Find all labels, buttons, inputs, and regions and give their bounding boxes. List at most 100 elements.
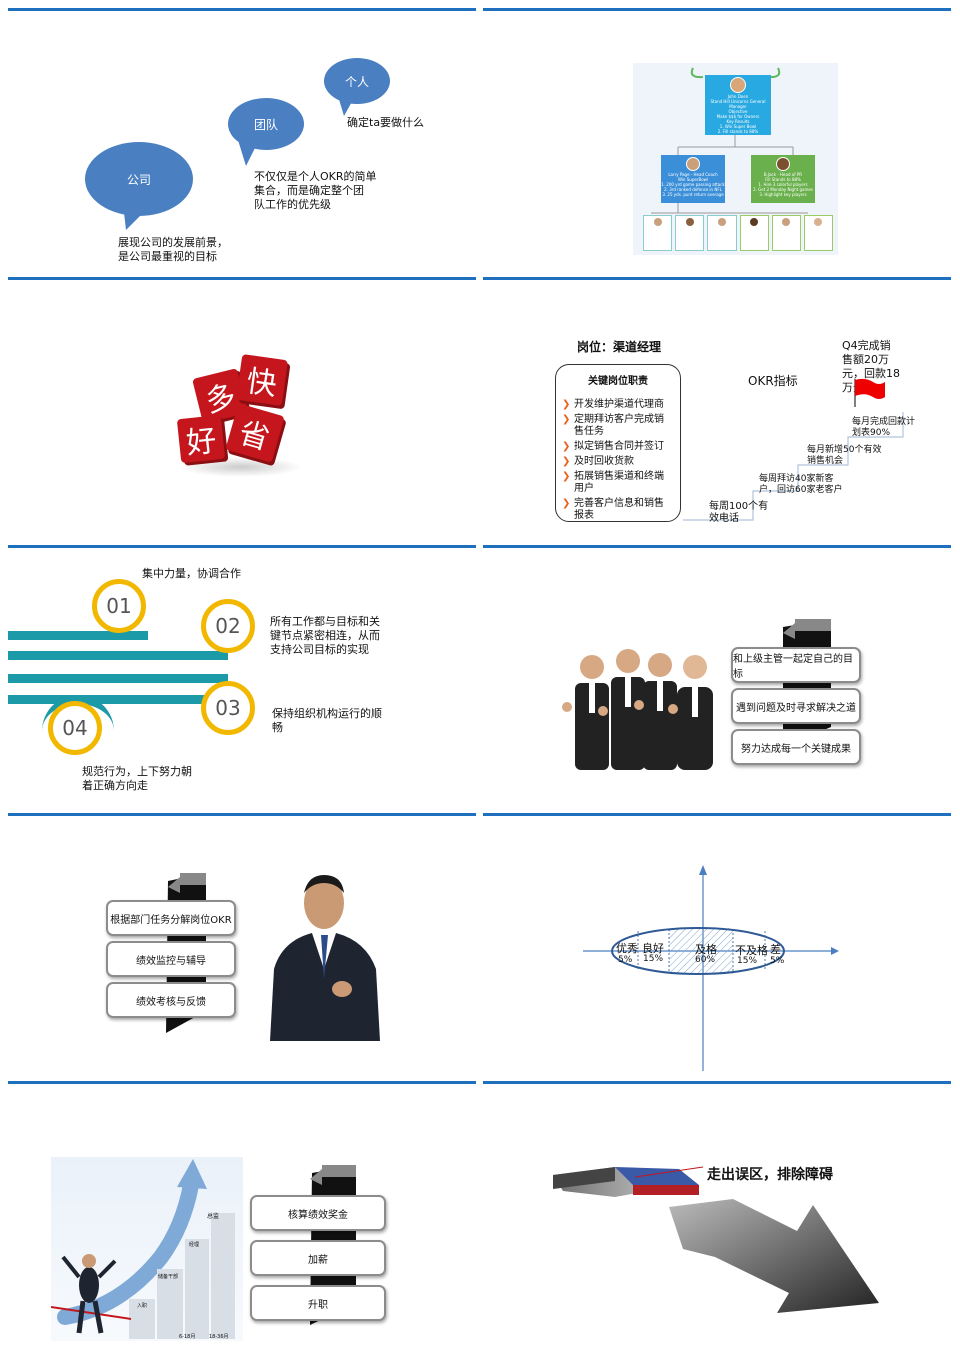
grade-label-fail: 不及格 <box>735 944 768 957</box>
badge-number: 04 <box>62 716 88 740</box>
duties-list: ❯开发维护渠道代理商 ❯定期拜访客户完成销售任务 ❯拟定销售合同并签订 ❯及时回… <box>562 399 676 522</box>
duty-text: 拟定销售合同并签订 <box>574 441 664 452</box>
slide-divider <box>8 8 476 11</box>
grade-pct-fail: 15% <box>737 956 758 966</box>
duty-text: 及时回收货款 <box>574 456 634 467</box>
grade-label-pass: 及格 <box>695 943 717 956</box>
step-box-label: 加薪 <box>308 1254 328 1266</box>
slide-divider <box>8 545 476 548</box>
org-leaf-card <box>739 215 769 251</box>
die-char: 快 <box>244 364 279 403</box>
org-right-card: B.Jack - Head of PR Fill Stands to 88% 1… <box>751 155 815 203</box>
arrow-up-icon <box>699 865 707 875</box>
text-company-line: 展现公司的发展前景， <box>118 236 228 249</box>
die-char: 好 <box>184 423 219 462</box>
axis-label-18-36: 18-36月 <box>209 1334 229 1340</box>
slide-divider <box>483 277 951 280</box>
step-line: 划表90% <box>852 428 891 438</box>
distribution-diagram <box>583 865 839 1071</box>
org-leaf-card <box>707 215 737 251</box>
point-3: 保持组织机构运行的顺 畅 <box>272 707 382 735</box>
badge-number: 03 <box>215 696 241 720</box>
org-top-kr-label: Key Results <box>726 119 750 124</box>
slide-8: 优秀 良好 及格 不及格 差 5% 15% 60% 15% 5% <box>483 813 951 1081</box>
org-top-name: John Doen <box>727 94 749 99</box>
point-4: 规范行为，上下努力朝 着正确方向走 <box>82 765 192 793</box>
bubble-person: 个人 <box>324 58 390 104</box>
org-leaf-card <box>643 215 673 251</box>
step-box-3: 努力达成每一个关键成果 <box>731 729 861 765</box>
text-person: 确定ta要做什么 <box>347 116 425 129</box>
bar-label-reserve: 储备干部 <box>158 1274 179 1280</box>
step-box-label: 遇到问题及时寻求解决之道 <box>736 702 856 714</box>
teal-band <box>8 631 148 640</box>
slide-divider <box>483 545 951 548</box>
badge-04: 04 <box>48 701 102 755</box>
duty-item: ❯拓展销售渠道和终端用户 <box>562 471 676 495</box>
avatar <box>814 218 823 226</box>
axis-label-6-18: 6-18月 <box>179 1334 196 1340</box>
slide-4: 岗位：渠道经理 关键岗位职责 ❯开发维护渠道代理商 ❯定期拜访客户完成销售任务 … <box>483 277 951 545</box>
arrow-bullet-icon: ❯ <box>562 498 571 509</box>
slide-divider <box>8 813 476 816</box>
badge-number: 01 <box>106 594 132 618</box>
slide-10: 走出误区，排除障碍 <box>483 1081 951 1352</box>
org-leaf-card <box>803 215 834 251</box>
okr-goal-line: 售额20万 <box>842 353 889 366</box>
die-kuai: 快 <box>236 354 288 406</box>
text-team-line: 不仅仅是个人OKR的简单 <box>254 170 377 183</box>
duty-text: 定期拜访客户完成销售任务 <box>574 414 664 437</box>
org-leaf-card <box>675 215 705 251</box>
point-1: 集中力量，协调合作 <box>142 567 241 580</box>
grade-label-poor: 差 <box>770 943 781 956</box>
avatar <box>717 218 726 226</box>
teal-band <box>8 674 228 683</box>
step-box-label: 绩效监控与辅导 <box>136 955 206 967</box>
avatar <box>685 218 694 226</box>
slide-divider <box>483 8 951 11</box>
step-box-2: 绩效监控与辅导 <box>106 941 236 977</box>
text-company-line: 是公司最重视的目标 <box>118 250 217 263</box>
avatar <box>653 218 662 226</box>
text-company: 展现公司的发展前景， 是公司最重视的目标 <box>118 236 228 264</box>
slide-divider <box>483 813 951 816</box>
red-flag-icon <box>854 378 885 407</box>
step-box-label: 升职 <box>308 1299 328 1311</box>
teal-band <box>8 651 228 660</box>
slide-divider <box>8 1081 476 1084</box>
duty-item: ❯拟定销售合同并签订 <box>562 441 676 453</box>
slide-2: John Doen Stand Hill Unicorns General Ma… <box>483 8 951 276</box>
step-3: 每月新增50个有效 销售机会 <box>807 445 881 467</box>
bubble-company-label: 公司 <box>126 172 151 187</box>
slide-3: 多 快 好 省 <box>8 277 476 545</box>
point-line: 所有工作都与目标和关 <box>270 615 380 628</box>
slide-title: 岗位：渠道经理 <box>577 340 662 354</box>
duty-item: ❯开发维护渠道代理商 <box>562 399 676 411</box>
step-line: 效电话 <box>709 513 739 524</box>
arrow-bullet-icon: ❯ <box>562 456 571 467</box>
step-box-2: 加薪 <box>250 1240 386 1276</box>
org-top-kr: 1. Win Super Bowl <box>719 124 757 129</box>
badge-03: 03 <box>201 681 255 735</box>
step-box-label: 绩效考核与反馈 <box>136 996 206 1008</box>
bubble-team-label: 团队 <box>253 117 278 132</box>
bubble-person-label: 个人 <box>344 74 369 89</box>
grade-label-excellent: 优秀 <box>616 942 638 955</box>
duty-text: 开发维护渠道代理商 <box>574 399 664 410</box>
teal-curve <box>42 695 114 744</box>
step-line: 每月完成回款计 <box>852 417 916 427</box>
step-2: 每周拜访40家新客 户，回访60家老客户 <box>759 474 842 496</box>
step-box-label: 核算绩效奖金 <box>288 1209 348 1221</box>
point-2: 所有工作都与目标和关 键节点紧密相连，从而 支持公司目标的实现 <box>270 615 380 657</box>
step-line: 每周拜访40家新客 <box>759 474 834 484</box>
pass-zone-hatch <box>669 928 733 974</box>
duties-title: 关键岗位职责 <box>588 376 648 387</box>
avatar <box>782 218 791 226</box>
org-top-objective-label: Objective <box>728 109 748 114</box>
badge-01: 01 <box>92 579 146 633</box>
grade-pct-excellent: 5% <box>618 955 633 965</box>
die-hao: 好 <box>176 414 226 464</box>
arrow-bullet-icon: ❯ <box>562 471 571 482</box>
step-box-3: 升职 <box>250 1285 386 1321</box>
org-top-objective: Make $$$ for Owners <box>716 114 760 119</box>
